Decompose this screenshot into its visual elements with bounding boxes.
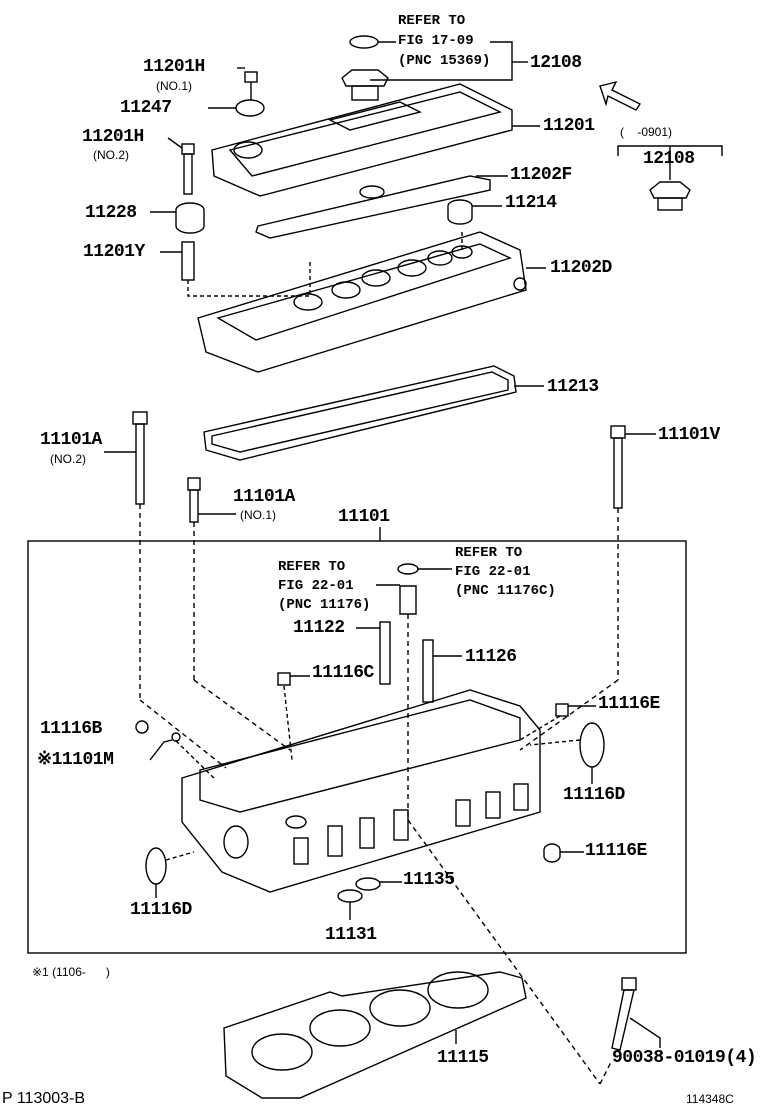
part-11126[interactable]: 11126 — [465, 647, 517, 667]
serial-range: ( -0901) — [620, 125, 673, 139]
ref-line: REFER TO — [455, 545, 523, 561]
part-11116c[interactable]: 11116C — [312, 663, 374, 683]
part-11201[interactable]: 11201 — [543, 116, 595, 136]
part-11213[interactable]: 11213 — [547, 377, 599, 397]
oil-filler-cap — [341, 69, 389, 101]
ref-line: (PNC 11176C) — [455, 583, 556, 599]
cylinder-head-group-box — [27, 540, 687, 954]
figure-id: 114348C — [686, 1092, 734, 1106]
ref-line: (PNC 15369) — [398, 53, 491, 69]
part-11116d-left[interactable]: 11116D — [130, 900, 192, 920]
o-ring — [349, 35, 379, 49]
direction-arrow-icon — [599, 80, 642, 111]
refer-fig-22-01-left: REFER TO FIG 22-01 (PNC 11176) — [278, 560, 370, 613]
part-12108[interactable]: 12108 — [530, 53, 582, 73]
part-11101[interactable]: 11101 — [338, 507, 390, 527]
qualifier: (NO.2) — [93, 148, 129, 162]
engine-cover — [211, 83, 513, 197]
part-11228[interactable]: 11228 — [85, 203, 137, 223]
part-11116b[interactable]: 11116B — [40, 719, 102, 739]
part-11201h-no1[interactable]: 11201H — [143, 57, 205, 77]
part-90038-01019[interactable]: 90038-01019(4) — [612, 1048, 757, 1068]
part-11115[interactable]: 11115 — [437, 1048, 489, 1068]
head-cover-gasket — [203, 365, 517, 461]
part-11101a-no2[interactable]: 11101A — [40, 430, 102, 450]
footnote: ※1 (1106- ) — [32, 965, 110, 979]
part-11116e-lower[interactable]: 11116E — [585, 841, 647, 861]
part-11201h-no2[interactable]: 11201H — [82, 127, 144, 147]
cylinder-head-cover — [197, 231, 527, 373]
ref-line: FIG 22-01 — [278, 578, 354, 594]
cover-gasket — [255, 175, 491, 239]
part-11135[interactable]: 11135 — [403, 870, 455, 890]
part-11116e-upper[interactable]: 11116E — [598, 694, 660, 714]
part-11122[interactable]: 11122 — [293, 618, 345, 638]
ref-line: FIG 22-01 — [455, 564, 531, 580]
part-11214[interactable]: 11214 — [505, 193, 557, 213]
part-11116d-right[interactable]: 11116D — [563, 785, 625, 805]
ref-line: REFER TO — [398, 13, 466, 29]
part-11247[interactable]: 11247 — [120, 98, 172, 118]
ref-line: (PNC 11176) — [278, 597, 371, 613]
ref-line: REFER TO — [278, 559, 346, 575]
part-11131[interactable]: 11131 — [325, 925, 377, 945]
part-11101v[interactable]: 11101V — [658, 425, 720, 445]
cylinder-head — [181, 689, 541, 893]
part-11202f[interactable]: 11202F — [510, 165, 572, 185]
part-11201y[interactable]: 11201Y — [83, 242, 145, 262]
refer-fig-17-09: REFER TO FIG 17-09 (PNC 15369) — [398, 14, 490, 69]
qualifier: (NO.2) — [50, 452, 86, 466]
ref-line: FIG 17-09 — [398, 33, 474, 49]
head-gasket — [223, 971, 527, 1099]
part-11101a-no1[interactable]: 11101A — [233, 487, 295, 507]
qualifier: (NO.1) — [240, 508, 276, 522]
page-code: P 113003-B — [2, 1090, 86, 1107]
part-11202d[interactable]: 11202D — [550, 258, 612, 278]
refer-fig-22-01-right: REFER TO FIG 22-01 (PNC 11176C) — [455, 546, 556, 599]
qualifier: (NO.1) — [156, 79, 192, 93]
part-11101m[interactable]: ※11101M — [37, 750, 114, 770]
part-12108-alt[interactable]: 12108 — [643, 149, 695, 169]
